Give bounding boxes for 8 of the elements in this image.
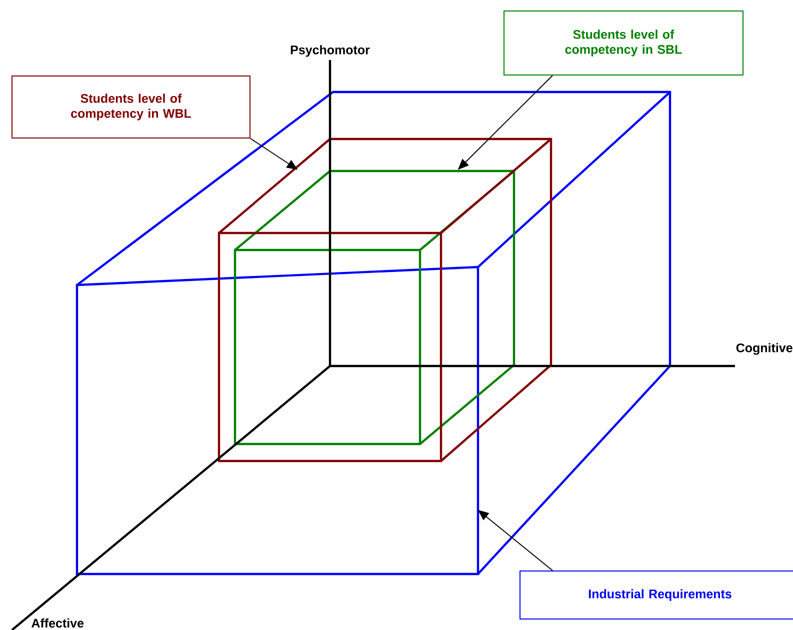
cube-drawing (218, 138, 552, 462)
label-box: Students level of competency in WBL (12, 76, 250, 138)
cube-drawing (234, 170, 516, 446)
axis-label: Psychomotor (290, 45, 370, 57)
label-box: Industrial Requirements (520, 570, 793, 620)
axis-label: Cognitive (736, 343, 792, 355)
label-box: Students level of competency in SBL (504, 10, 744, 76)
axis-label: Affective (32, 618, 84, 628)
